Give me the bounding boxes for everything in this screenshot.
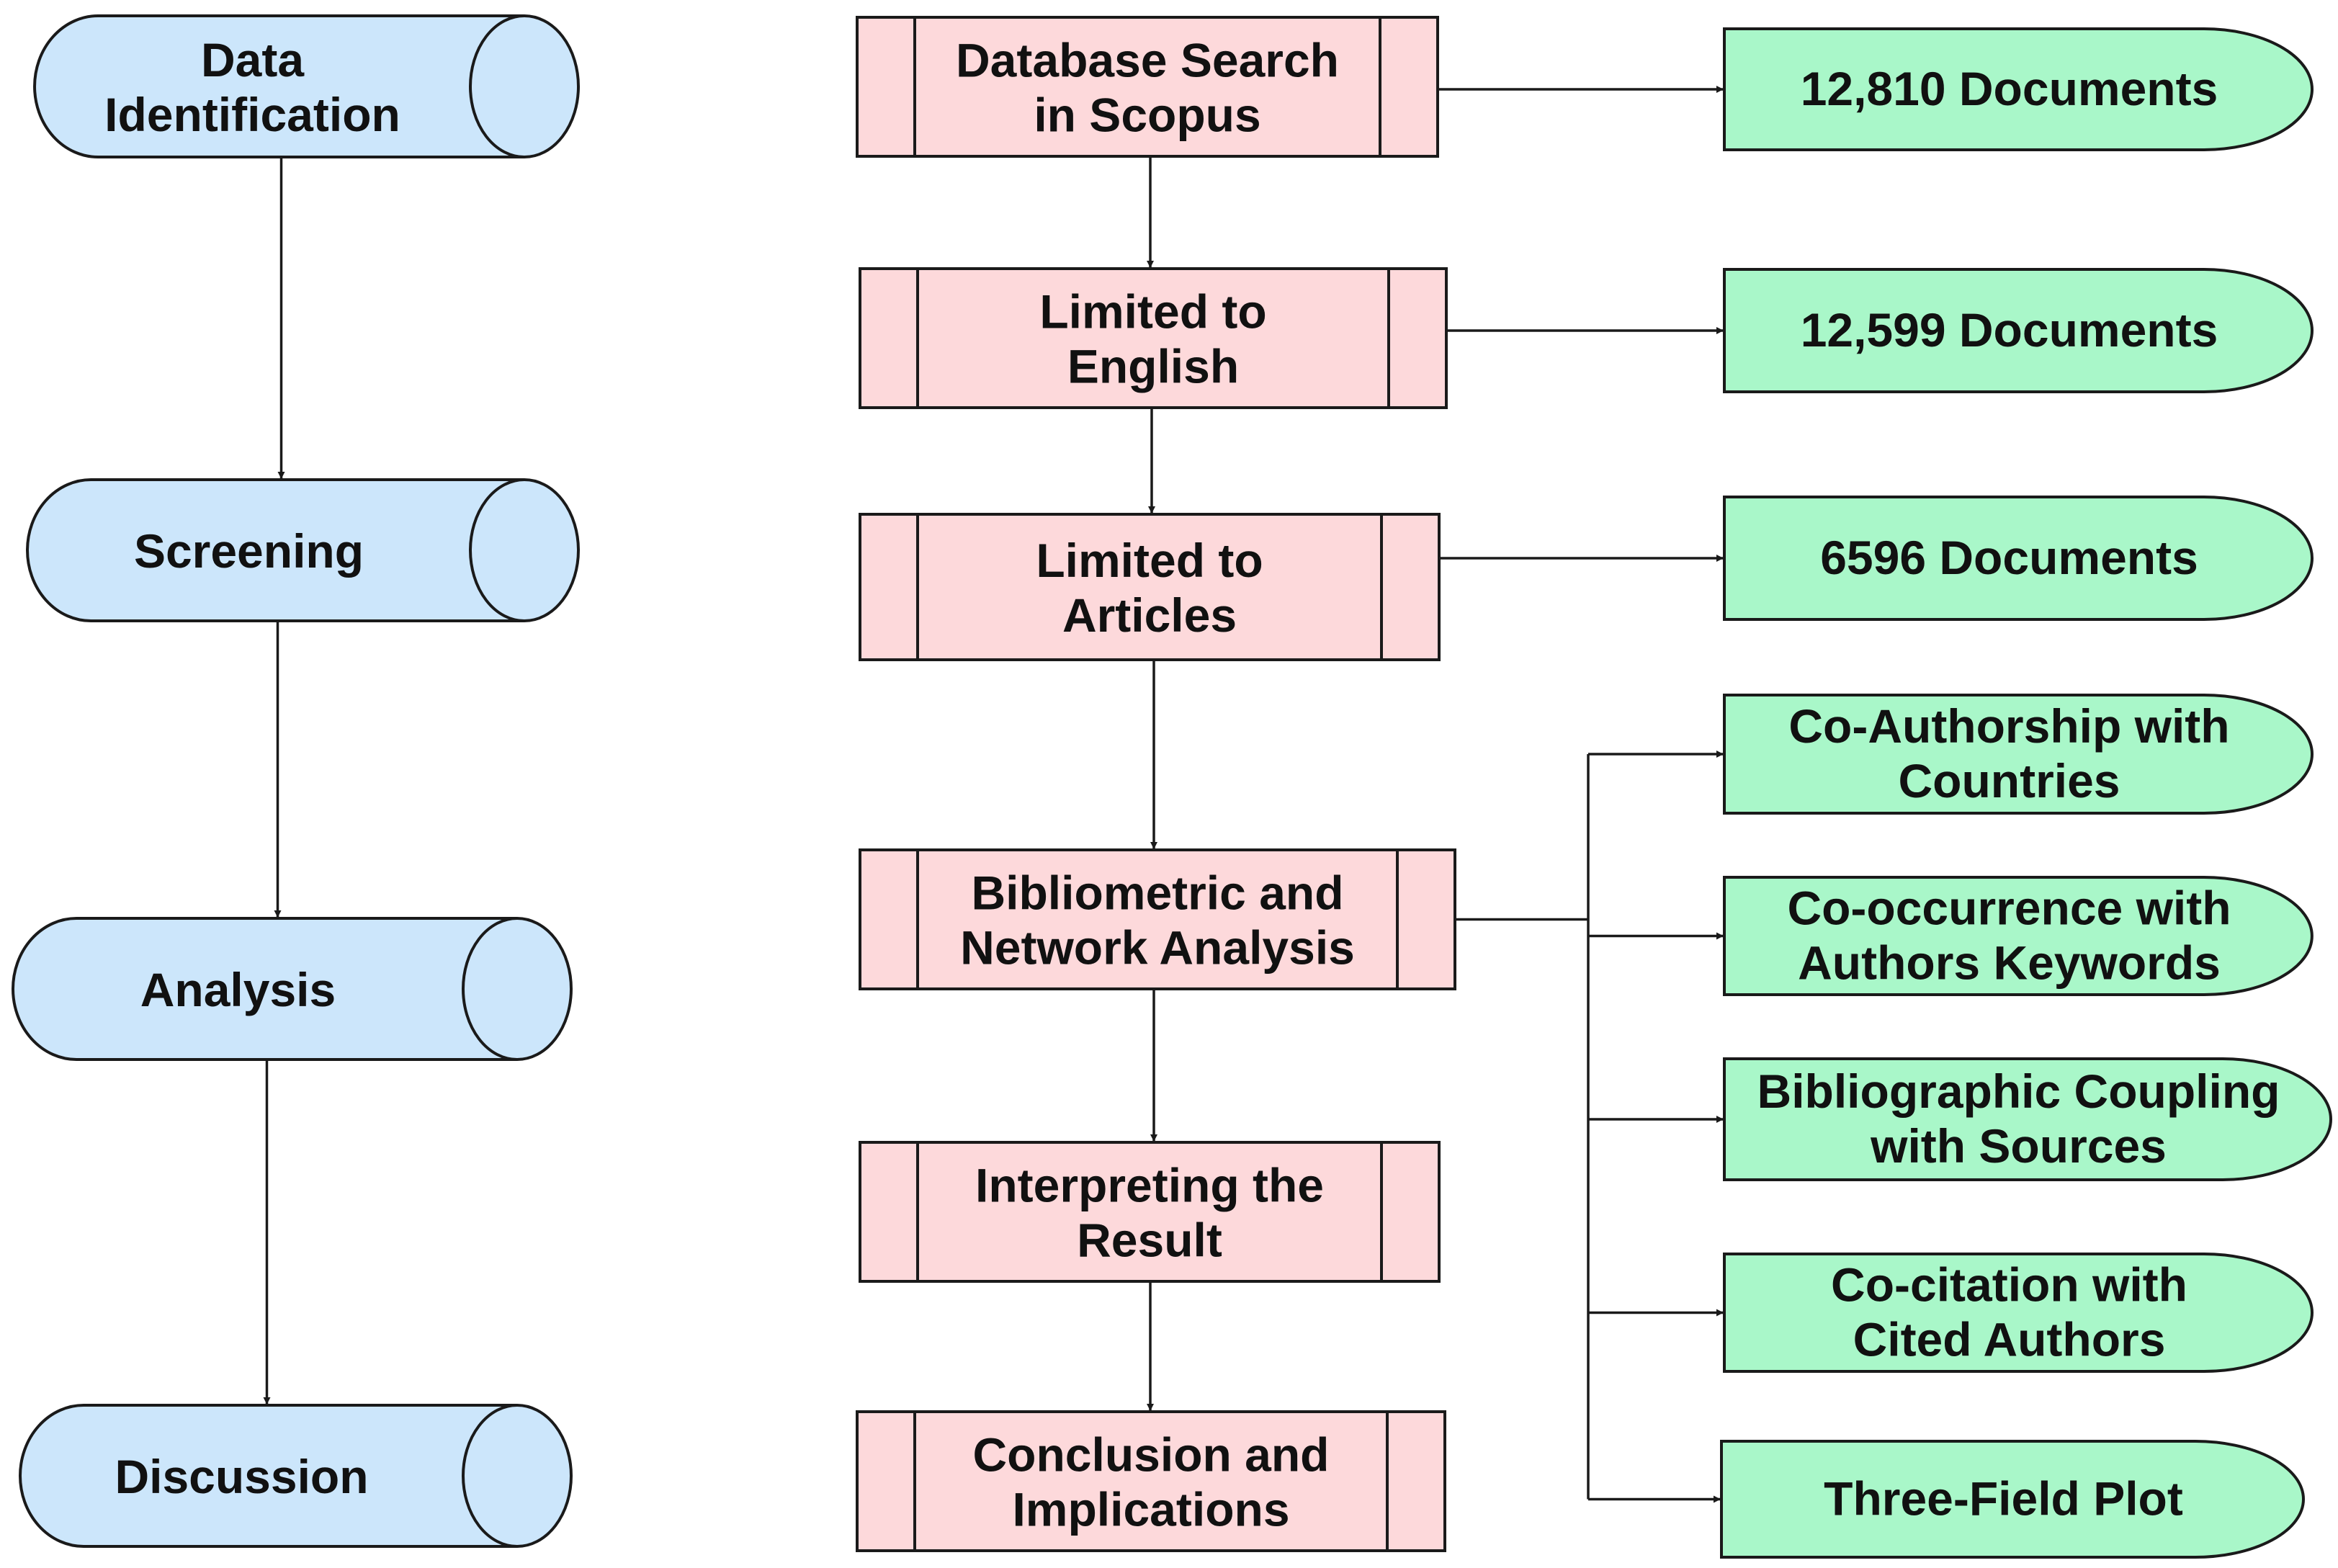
phase-screening: Screening: [26, 478, 580, 622]
result-shape: [1723, 876, 2314, 996]
result-shape: [1723, 1057, 2332, 1181]
phase-analysis: Analysis: [12, 917, 573, 1061]
result-12810-documents: 12,810 Documents: [1723, 27, 2314, 151]
result-shape: [1723, 27, 2314, 151]
cylinder-body: [19, 1404, 517, 1548]
node-label: Result: [1077, 1213, 1222, 1266]
node-label: Bibliographic Coupling: [1757, 1065, 2280, 1118]
result-shape: [1723, 1253, 2314, 1373]
result-shape: [1723, 496, 2314, 621]
process-box: [859, 513, 1441, 661]
node-label: Database Search: [956, 33, 1339, 86]
node-label: Countries: [1898, 754, 2120, 807]
nodes: DataIdentificationScreeningAnalysisDiscu…: [12, 14, 2332, 1559]
node-label: 12,810 Documents: [1801, 62, 2218, 115]
node-label: English: [1067, 339, 1239, 393]
result-shape: [1723, 268, 2314, 393]
result-6596-documents: 6596 Documents: [1723, 496, 2314, 621]
process-box: [856, 16, 1439, 158]
node-label: Limited to: [1039, 285, 1266, 338]
process-box: [859, 1141, 1441, 1283]
node-label: Bibliometric and: [971, 866, 1343, 919]
cylinder-body: [12, 917, 517, 1061]
node-label: 6596 Documents: [1820, 531, 2198, 584]
node-label: Co-occurrence with: [1787, 881, 2231, 934]
node-label: Interpreting the: [975, 1158, 1324, 1211]
node-label: 12,599 Documents: [1801, 303, 2218, 357]
node-label: Data: [201, 33, 305, 86]
cylinder-cap: [469, 478, 580, 622]
connectors: [263, 86, 1724, 1503]
cylinder-cap: [462, 1404, 573, 1548]
cylinder-body: [33, 14, 524, 158]
node-label: Network Analysis: [960, 920, 1355, 974]
node-label: Screening: [134, 524, 364, 578]
node-label: Identification: [104, 88, 400, 141]
cylinder-cap: [462, 917, 573, 1061]
result-three-field-plot: Three-Field Plot: [1720, 1440, 2305, 1559]
result-shape: [1720, 1440, 2305, 1559]
phase-discussion: Discussion: [19, 1404, 573, 1548]
node-label: Conclusion and: [973, 1428, 1330, 1481]
node-label: Authors Keywords: [1798, 936, 2221, 989]
node-label: with Sources: [1870, 1119, 2167, 1173]
node-label: Three-Field Plot: [1824, 1471, 2183, 1525]
node-label: Cited Authors: [1853, 1312, 2166, 1366]
result-shape: [1723, 694, 2314, 815]
node-label: in Scopus: [1034, 88, 1260, 141]
process-box: [859, 267, 1448, 409]
process-box: [859, 848, 1456, 990]
node-label: Co-Authorship with: [1788, 699, 2229, 753]
node-label: Implications: [1012, 1482, 1289, 1536]
cylinder-cap: [469, 14, 580, 158]
node-label: Analysis: [140, 963, 336, 1016]
cylinder-body: [26, 478, 524, 622]
node-label: Limited to: [1036, 534, 1263, 587]
result-12599-documents: 12,599 Documents: [1723, 268, 2314, 393]
process-box: [856, 1410, 1446, 1552]
node-label: Co-citation with: [1831, 1258, 2187, 1311]
node-label: Articles: [1062, 588, 1237, 642]
node-label: Discussion: [115, 1450, 368, 1503]
